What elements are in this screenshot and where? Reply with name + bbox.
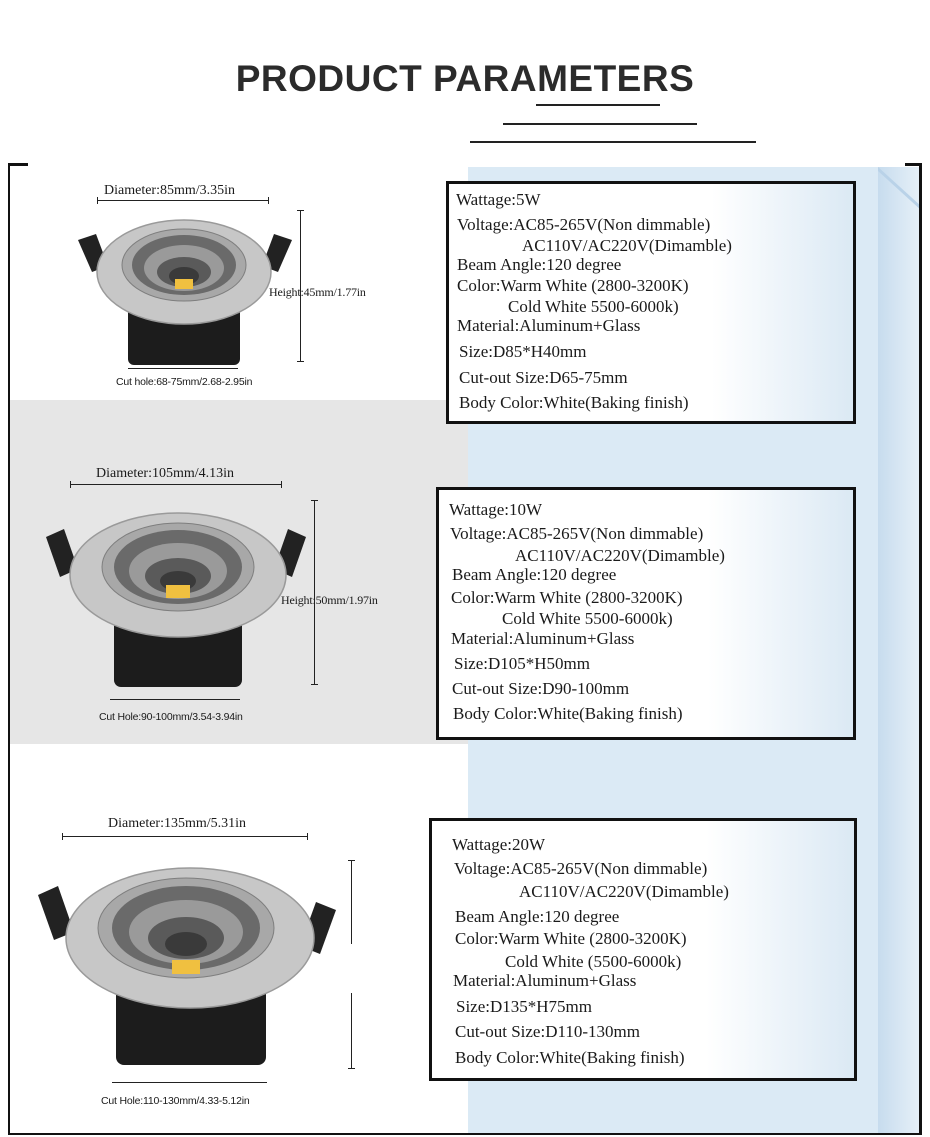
spec-color-cold: Cold White 5500-6000k) xyxy=(508,297,679,316)
dimension-tick xyxy=(62,833,63,840)
spec-box-10w: Wattage:10W Voltage:AC85-265V(Non dimmab… xyxy=(436,487,856,740)
title-underline-2 xyxy=(503,123,697,125)
spec-beam-angle: Beam Angle:120 degree xyxy=(452,565,617,584)
spec-material: Material:Aluminum+Glass xyxy=(457,316,641,335)
diameter-dimension-line xyxy=(70,484,282,485)
spec-voltage-dimmable: AC110V/AC220V(Dimamble) xyxy=(519,882,729,901)
spec-size: Size:D105*H50mm xyxy=(454,654,590,673)
spec-wattage: Wattage:5W xyxy=(456,190,541,209)
downlight-20w-image xyxy=(38,867,336,1065)
frame-corner-left xyxy=(8,163,28,166)
downlight-10w-image xyxy=(46,512,306,687)
cut-hole-label: Cut hole:68-75mm/2.68-2.95in xyxy=(116,376,253,388)
height-label: Height:45mm/1.77in xyxy=(269,285,366,299)
spec-color: Color:Warm White (2800-3200K) xyxy=(455,929,687,948)
spec-beam-angle: Beam Angle:120 degree xyxy=(455,907,620,926)
cut-hole-label: Cut Hole:90-100mm/3.54-3.94in xyxy=(99,711,243,723)
spec-wattage: Wattage:10W xyxy=(449,500,543,519)
spec-voltage-dimmable: AC110V/AC220V(Dimamble) xyxy=(515,546,725,565)
cut-hole-dimension-line xyxy=(128,368,238,369)
dimension-tick xyxy=(311,500,318,501)
dimension-tick xyxy=(97,197,98,204)
spec-box-20w: Wattage:20W Voltage:AC85-265V(Non dimmab… xyxy=(429,818,857,1081)
spec-body-color: Body Color:White(Baking finish) xyxy=(455,1048,685,1067)
spec-box-5w: Wattage:5W Voltage:AC85-265V(Non dimmabl… xyxy=(446,181,856,424)
spec-color: Color:Warm White (2800-3200K) xyxy=(457,276,689,295)
spec-body-color: Body Color:White(Baking finish) xyxy=(453,704,683,723)
spec-body-color: Body Color:White(Baking finish) xyxy=(459,393,689,412)
cut-hole-label: Cut Hole:110-130mm/4.33-5.12in xyxy=(101,1095,250,1107)
spec-size: Size:D135*H75mm xyxy=(456,997,592,1016)
dimension-tick xyxy=(268,197,269,204)
dimension-tick xyxy=(281,481,282,488)
diameter-dimension-line xyxy=(97,200,269,201)
spec-voltage: Voltage:AC85-265V(Non dimmable) xyxy=(450,524,704,543)
diameter-label: Diameter:105mm/4.13in xyxy=(96,466,235,481)
cut-hole-dimension-line xyxy=(112,1082,267,1083)
height-label: Height:50mm/1.97in xyxy=(281,593,378,607)
cut-hole-dimension-line xyxy=(110,699,240,700)
diameter-label: Diameter:135mm/5.31in xyxy=(108,816,247,831)
spec-voltage: Voltage:AC85-265V(Non dimmable) xyxy=(457,215,711,234)
spec-cut-out-size: Cut-out Size:D110-130mm xyxy=(455,1022,640,1041)
frame-corner-right xyxy=(905,163,922,166)
spec-cut-out-size: Cut-out Size:D65-75mm xyxy=(459,368,628,387)
frame-bottom xyxy=(8,1133,922,1135)
title-underline-3 xyxy=(470,141,756,143)
height-dimension-line xyxy=(300,210,301,362)
dimension-tick xyxy=(297,361,304,362)
blue-panel-top-bevel xyxy=(878,167,922,211)
frame-left xyxy=(8,163,10,1135)
spec-color-cold: Cold White (5500-6000k) xyxy=(505,952,682,971)
dimension-tick xyxy=(348,1068,355,1069)
spec-cut-out-size: Cut-out Size:D90-100mm xyxy=(452,679,630,698)
height-dimension-line-top xyxy=(351,860,352,944)
dimension-tick xyxy=(348,860,355,861)
dimension-tick xyxy=(307,833,308,840)
title-underline-1 xyxy=(536,104,660,106)
spec-voltage-dimmable: AC110V/AC220V(Dimamble) xyxy=(522,236,732,255)
diameter-dimension-line xyxy=(62,836,308,837)
spec-voltage: Voltage:AC85-265V(Non dimmable) xyxy=(454,859,708,878)
spec-size: Size:D85*H40mm xyxy=(459,342,587,361)
blue-panel-side xyxy=(878,167,920,1133)
downlight-5w-image xyxy=(78,219,292,365)
spec-color-cold: Cold White 5500-6000k) xyxy=(502,609,673,628)
frame-right xyxy=(919,163,922,1135)
height-dimension-line-bottom xyxy=(351,993,352,1069)
dimension-tick xyxy=(70,481,71,488)
dimension-tick xyxy=(311,684,318,685)
spec-beam-angle: Beam Angle:120 degree xyxy=(457,255,622,274)
spec-material: Material:Aluminum+Glass xyxy=(453,971,637,990)
spec-color: Color:Warm White (2800-3200K) xyxy=(451,588,683,607)
diameter-label: Diameter:85mm/3.35in xyxy=(104,183,236,198)
spec-material: Material:Aluminum+Glass xyxy=(451,629,635,648)
dimension-tick xyxy=(297,210,304,211)
spec-wattage: Wattage:20W xyxy=(452,835,546,854)
height-dimension-line xyxy=(314,500,315,685)
page-title: PRODUCT PARAMETERS xyxy=(235,58,695,99)
